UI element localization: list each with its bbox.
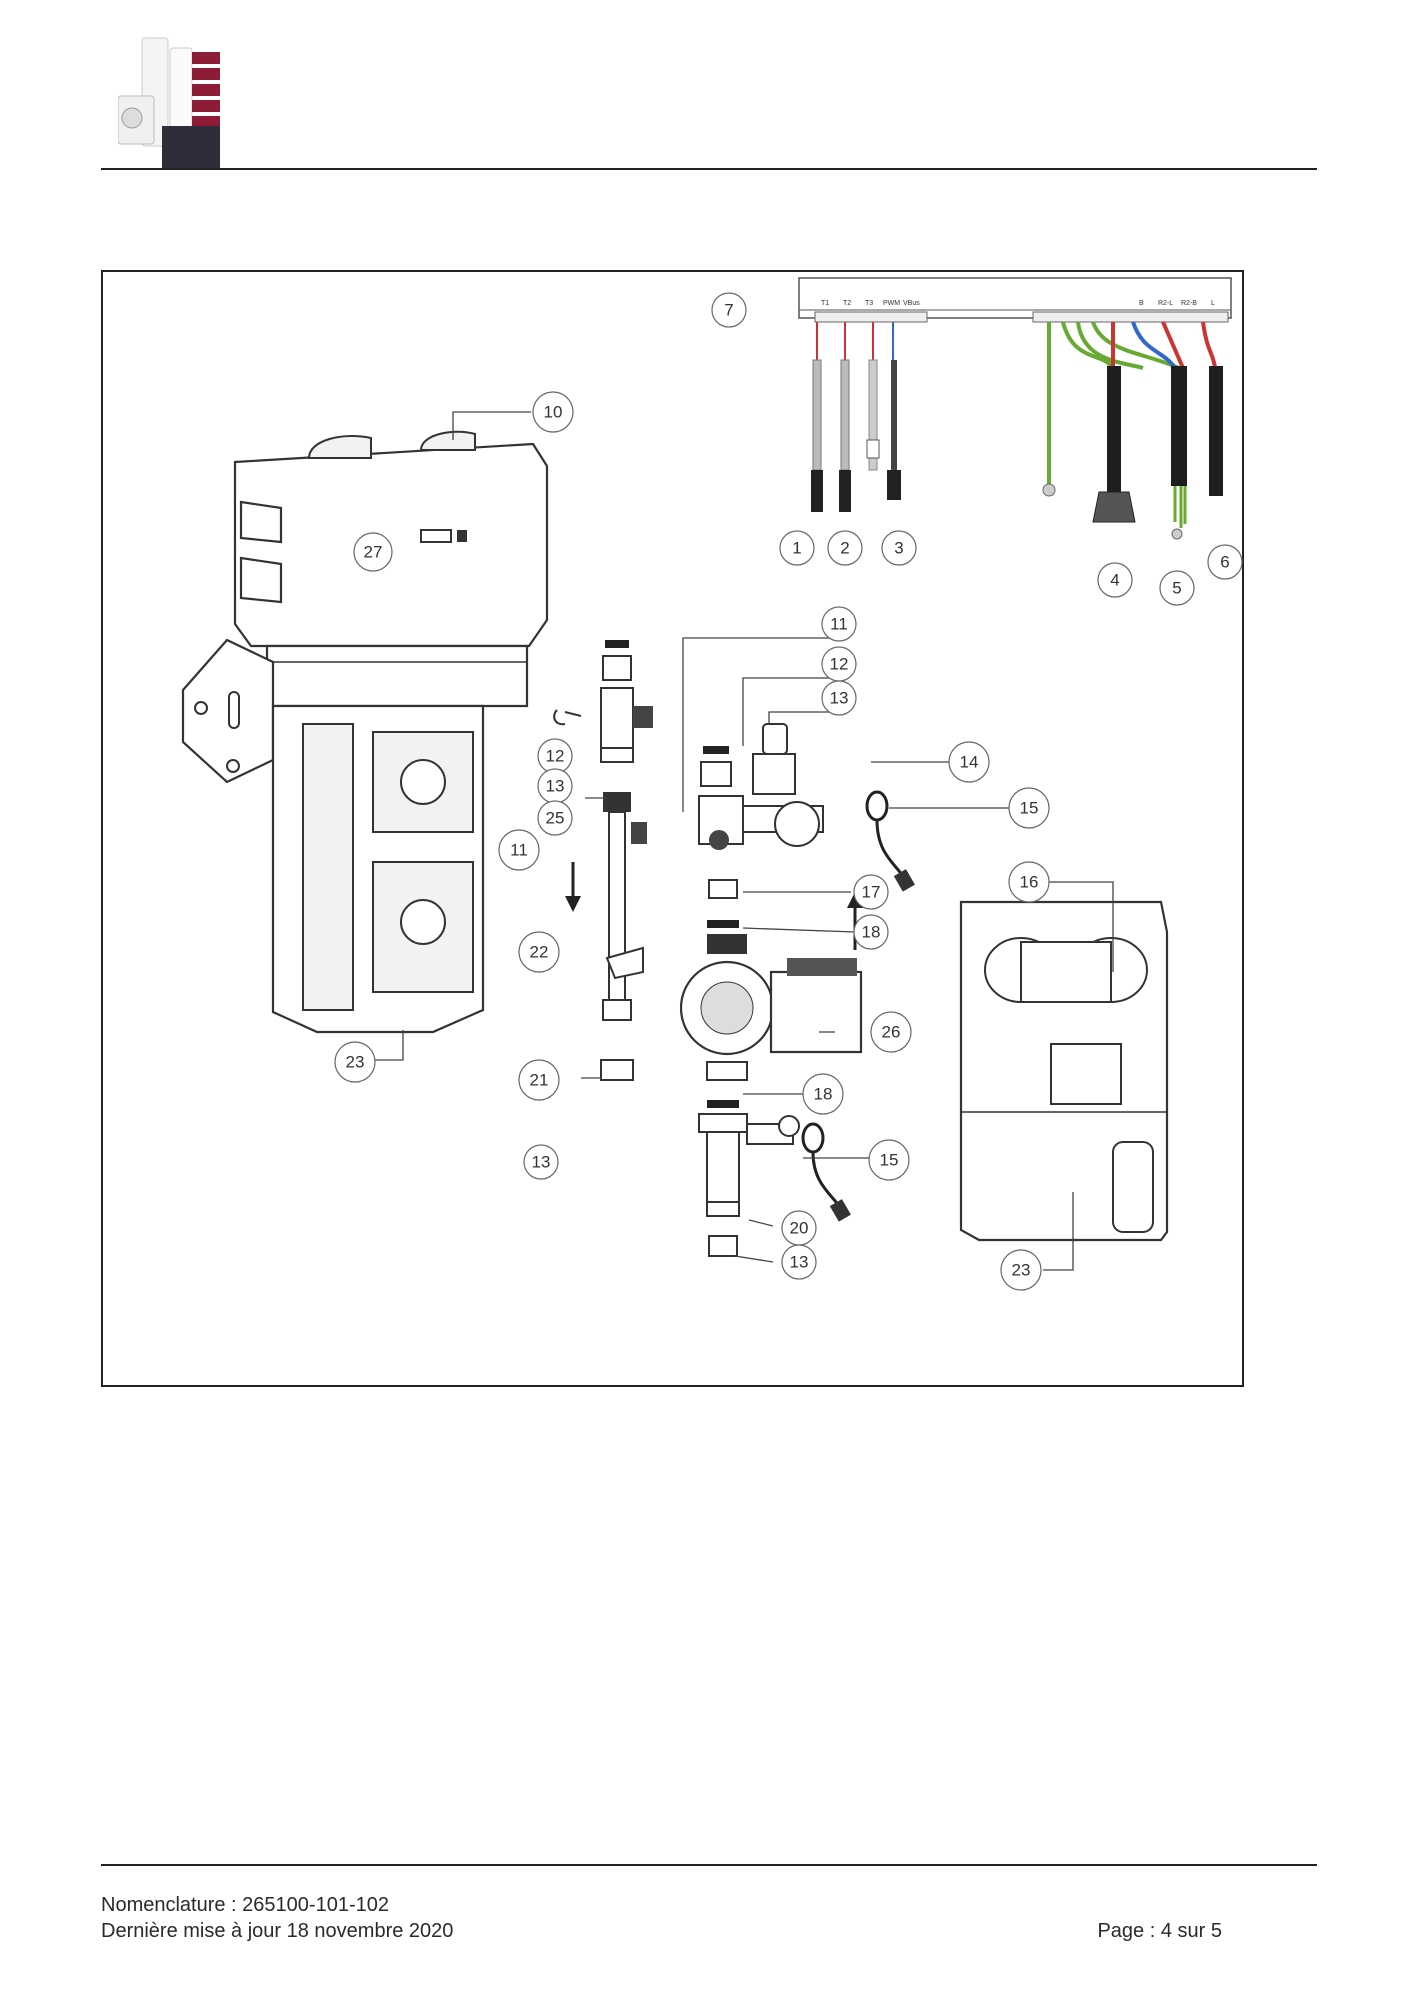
callout-10: 10 bbox=[532, 391, 574, 433]
diagram-canvas: T1 T2 T3 PWM VBus B R2-L R2-B L bbox=[181, 277, 1243, 1291]
callout-2: 2 bbox=[827, 530, 863, 566]
front-cover bbox=[959, 900, 1169, 1242]
sensor-cables bbox=[811, 322, 901, 512]
callout-14: 14 bbox=[948, 741, 990, 783]
callout-11-left: 11 bbox=[498, 829, 540, 871]
svg-text:25: 25 bbox=[546, 809, 565, 828]
callout-22: 22 bbox=[518, 931, 560, 973]
term-r2l: R2-L bbox=[1158, 300, 1173, 307]
callout-5: 5 bbox=[1159, 570, 1195, 606]
callout-12-left: 12 bbox=[537, 738, 573, 774]
callout-11-top: 11 bbox=[821, 606, 857, 642]
svg-text:20: 20 bbox=[790, 1219, 809, 1238]
footer-last-updated: Dernière mise à jour 18 novembre 2020 bbox=[101, 1920, 454, 1942]
callout-13-bottom: 13 bbox=[781, 1244, 817, 1280]
term-pwm: PWM bbox=[883, 300, 900, 307]
svg-text:14: 14 bbox=[960, 753, 979, 772]
rear-chassis bbox=[271, 704, 485, 1034]
product-range-logo-icon bbox=[118, 37, 220, 170]
callout-12-top: 12 bbox=[821, 646, 857, 682]
svg-text:2: 2 bbox=[840, 539, 849, 558]
svg-text:13: 13 bbox=[830, 689, 849, 708]
svg-text:18: 18 bbox=[862, 923, 881, 942]
header-rule bbox=[101, 168, 1317, 170]
callout-17: 17 bbox=[853, 874, 889, 910]
svg-text:10: 10 bbox=[544, 403, 563, 422]
svg-text:5: 5 bbox=[1172, 579, 1181, 598]
footer-page-number: Page : 4 sur 5 bbox=[1097, 1920, 1222, 1942]
callout-23-left: 23 bbox=[334, 1041, 376, 1083]
callout-16: 16 bbox=[1008, 861, 1050, 903]
callout-21: 21 bbox=[518, 1059, 560, 1101]
left-valve-assembly bbox=[553, 640, 653, 1081]
callout-15-top: 15 bbox=[1008, 787, 1050, 829]
term-l: L bbox=[1211, 300, 1215, 307]
svg-text:11: 11 bbox=[830, 615, 848, 634]
svg-text:11: 11 bbox=[510, 841, 528, 860]
term-t3: T3 bbox=[865, 300, 873, 307]
exploded-parts-diagram: T1 T2 T3 PWM VBus B R2-L R2-B L bbox=[101, 270, 1244, 1387]
callout-13-lower-left: 13 bbox=[523, 1144, 559, 1180]
svg-text:16: 16 bbox=[1020, 873, 1039, 892]
footer-nomenclature: Nomenclature : 265100-101-102 bbox=[101, 1894, 389, 1916]
callout-7: 7 bbox=[711, 292, 747, 328]
svg-text:12: 12 bbox=[546, 747, 565, 766]
svg-text:26: 26 bbox=[882, 1023, 901, 1042]
term-b: B bbox=[1139, 300, 1144, 307]
callout-6: 6 bbox=[1207, 544, 1243, 580]
callout-3: 3 bbox=[881, 530, 917, 566]
svg-text:21: 21 bbox=[530, 1071, 549, 1090]
term-t2: T2 bbox=[843, 300, 851, 307]
callout-18-top: 18 bbox=[853, 914, 889, 950]
svg-text:23: 23 bbox=[346, 1053, 365, 1072]
callout-26: 26 bbox=[870, 1011, 912, 1053]
callout-25: 25 bbox=[537, 800, 573, 836]
callout-1: 1 bbox=[779, 530, 815, 566]
svg-text:13: 13 bbox=[532, 1153, 551, 1172]
svg-text:4: 4 bbox=[1110, 571, 1119, 590]
callout-18-bottom: 18 bbox=[802, 1073, 844, 1115]
terminal-block: T1 T2 T3 PWM VBus B R2-L R2-B L bbox=[798, 277, 1232, 323]
svg-text:27: 27 bbox=[364, 543, 383, 562]
svg-text:3: 3 bbox=[894, 539, 903, 558]
callout-27: 27 bbox=[353, 532, 393, 572]
power-cables bbox=[1042, 321, 1223, 540]
leader-lines bbox=[375, 411, 1114, 1271]
svg-text:6: 6 bbox=[1220, 553, 1229, 572]
svg-text:22: 22 bbox=[530, 943, 549, 962]
callout-23-right: 23 bbox=[1000, 1249, 1042, 1291]
term-r2b: R2-B bbox=[1181, 300, 1197, 307]
term-vbus: VBus bbox=[903, 300, 920, 307]
callout-4: 4 bbox=[1097, 562, 1133, 598]
wall-bracket bbox=[181, 638, 275, 784]
callout-15-bottom: 15 bbox=[868, 1139, 910, 1181]
svg-text:13: 13 bbox=[790, 1253, 809, 1272]
svg-text:18: 18 bbox=[814, 1085, 833, 1104]
svg-text:17: 17 bbox=[862, 883, 881, 902]
svg-text:23: 23 bbox=[1012, 1261, 1031, 1280]
control-housing bbox=[233, 430, 549, 708]
term-t1: T1 bbox=[821, 300, 829, 307]
svg-text:15: 15 bbox=[1020, 799, 1039, 818]
svg-text:12: 12 bbox=[830, 655, 849, 674]
svg-text:7: 7 bbox=[724, 301, 733, 320]
svg-text:15: 15 bbox=[880, 1151, 899, 1170]
callout-20: 20 bbox=[781, 1210, 817, 1246]
svg-text:13: 13 bbox=[546, 777, 565, 796]
pump-assembly bbox=[679, 723, 915, 1257]
footer-rule bbox=[101, 1864, 1317, 1866]
callout-13-top: 13 bbox=[821, 680, 857, 716]
callout-13-left: 13 bbox=[537, 768, 573, 804]
svg-text:1: 1 bbox=[792, 539, 801, 558]
